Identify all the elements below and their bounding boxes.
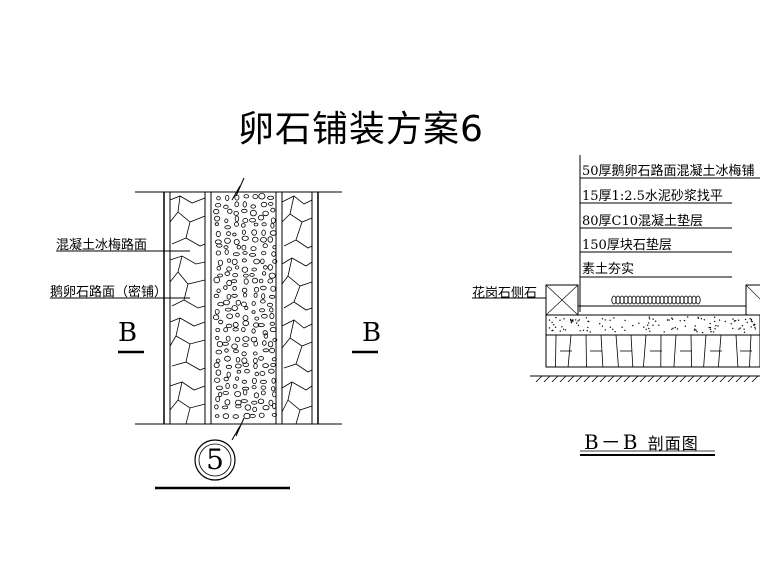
section-title: B－B 剖面图: [584, 426, 699, 455]
ice-pattern-left: [169, 195, 206, 425]
detail-number-symbol: [155, 439, 290, 490]
pebble-paving-label: 鹅卵石路面（密铺）: [50, 285, 168, 300]
ground-hatch: [535, 375, 759, 383]
drawing-title: 卵石铺装方案6: [238, 109, 484, 150]
curb-label: 花岗石侧石: [472, 286, 538, 301]
block-stones: [555, 334, 752, 368]
plan-leaders: [50, 250, 190, 299]
concrete-stipple: [548, 316, 757, 334]
section-view: [472, 155, 760, 456]
ice-pattern-right: [281, 195, 313, 425]
detail-number: 5: [206, 443, 224, 476]
concrete-paving-label: 混凝土冰梅路面: [56, 238, 148, 253]
surface-pebbles: [611, 295, 701, 305]
layer-label-3: 80厚C10混凝土垫层: [582, 214, 704, 229]
plan-view: [135, 177, 342, 441]
layer-label-2: 15厚1:2.5水泥砂浆找平: [582, 189, 723, 204]
layer-label-1: 50厚鹅卵石路面混凝土冰梅铺: [582, 164, 755, 179]
section-title-suffix: 剖面图: [647, 434, 699, 453]
section-cut-right: B: [362, 318, 382, 348]
layer-label-4: 150厚块石垫层: [582, 238, 672, 253]
section-title-mark: B－B: [584, 430, 640, 454]
section-cut-left: B: [118, 318, 138, 348]
pebble-pattern: [213, 192, 278, 420]
layer-label-5: 素土夯实: [582, 262, 635, 277]
